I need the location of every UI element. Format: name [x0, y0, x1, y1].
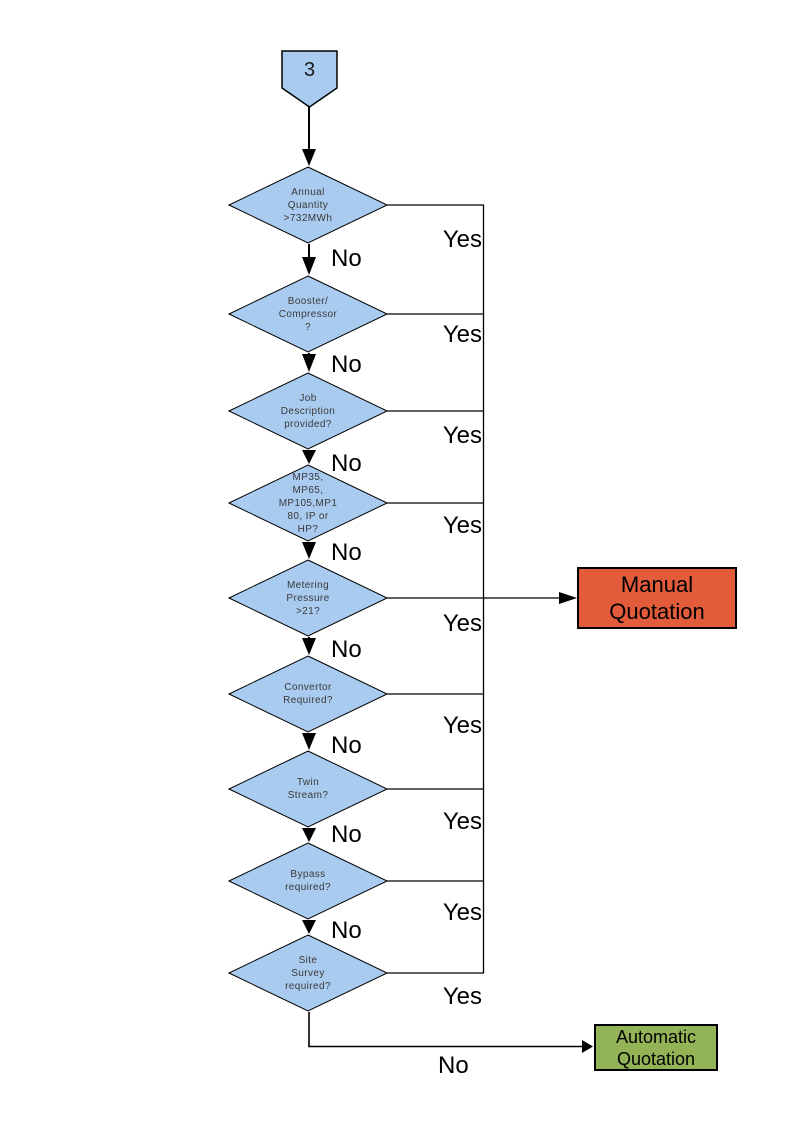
- to-automatic-arrowhead: [582, 1040, 593, 1053]
- decision-job-description: Job Description provided?: [228, 372, 388, 450]
- decision-annual-quantity: Annual Quantity >732MWh: [228, 166, 388, 244]
- decision-label: Convertor Required?: [283, 682, 333, 706]
- no-label-bypass: No: [331, 917, 362, 944]
- no-label-meter-type: No: [331, 539, 362, 566]
- decision-site-survey: Site Survey required?: [228, 934, 388, 1012]
- decision-booster-compressor: Booster/ Compressor ?: [228, 275, 388, 353]
- decision-metering-pressure: Metering Pressure >21?: [228, 559, 388, 637]
- yes-label-convertor: Yes: [442, 712, 482, 739]
- no-label-twin-stream: No: [331, 821, 362, 848]
- no-label-booster: No: [331, 351, 362, 378]
- decision-label: Job Description provided?: [280, 392, 336, 430]
- decision-label: Annual Quantity >732MWh: [283, 186, 333, 224]
- yes-label-metering-pressure: Yes: [442, 610, 482, 637]
- decision-label: Twin Stream?: [287, 777, 329, 801]
- no-label-job-description: No: [331, 450, 362, 477]
- no-label-annual-quantity: No: [331, 245, 362, 272]
- decision-meter-type: MP35, MP65, MP105,MP1 80, IP or HP?: [228, 464, 388, 542]
- off-page-connector-label: 3: [303, 58, 316, 81]
- decision-bypass-required: Bypass required?: [228, 842, 388, 920]
- yes-label-meter-type: Yes: [442, 512, 482, 539]
- decision-label: Metering Pressure >21?: [286, 579, 330, 617]
- automatic-quotation-box: Automatic Quotation: [594, 1024, 718, 1071]
- decision-label: Booster/ Compressor ?: [278, 295, 338, 333]
- decision-twin-stream: Twin Stream?: [228, 750, 388, 828]
- off-page-connector-shape: [281, 50, 338, 108]
- decision-label: Bypass required?: [285, 869, 331, 893]
- manual-quotation-box: Manual Quotation: [577, 567, 737, 629]
- to-manual-arrowhead: [559, 592, 577, 604]
- yes-label-job-description: Yes: [442, 422, 482, 449]
- yes-label-bypass: Yes: [442, 899, 482, 926]
- off-page-connector: 3: [281, 50, 338, 108]
- decision-convertor-required: Convertor Required?: [228, 655, 388, 733]
- decision-label: Site Survey required?: [285, 954, 331, 992]
- yes-label-booster: Yes: [442, 321, 482, 348]
- decision-label: MP35, MP65, MP105,MP1 80, IP or HP?: [278, 471, 338, 535]
- no-label-site-survey: No: [438, 1052, 469, 1079]
- to-automatic-line: [308, 1012, 583, 1048]
- yes-label-twin-stream: Yes: [442, 808, 482, 835]
- no-label-metering-pressure: No: [331, 636, 362, 663]
- no-label-convertor: No: [331, 732, 362, 759]
- yes-label-annual-quantity: Yes: [442, 226, 482, 253]
- yes-label-site-survey: Yes: [442, 983, 482, 1010]
